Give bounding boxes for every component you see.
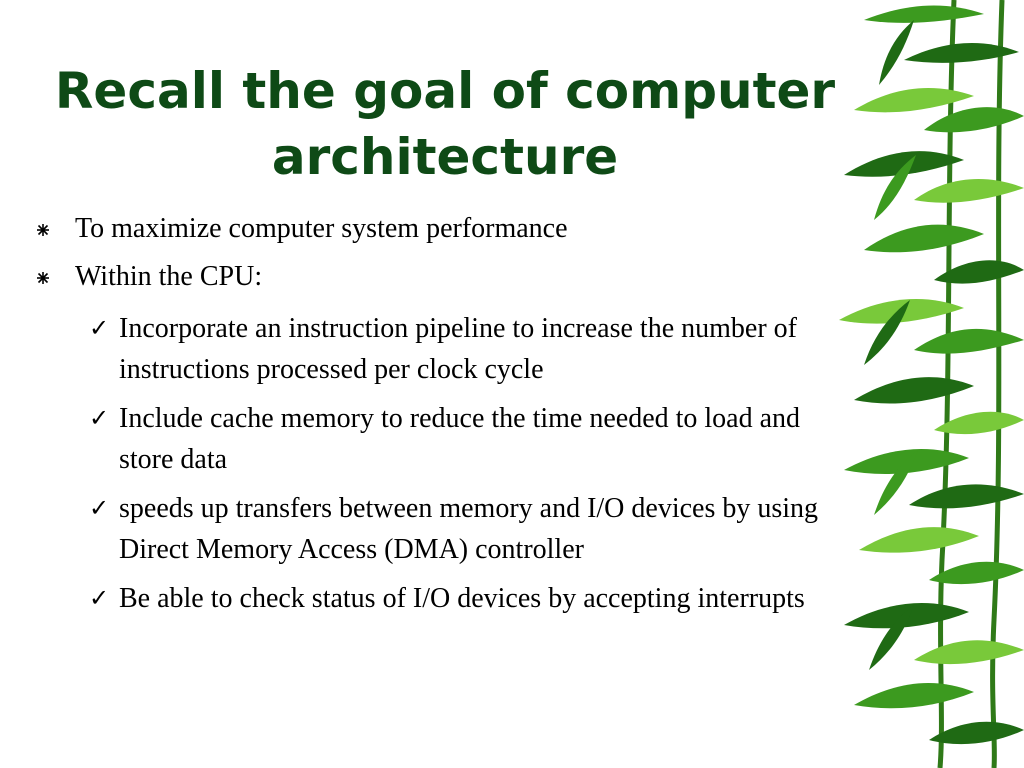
sub-bullet-text: Include cache memory to reduce the time …	[119, 403, 801, 475]
sub-bullet-item: ✓ Incorporate an instruction pipeline to…	[89, 308, 859, 390]
sub-bullet-item: ✓ speeds up transfers between memory and…	[89, 488, 859, 570]
asterisk-bullet-icon	[37, 224, 49, 236]
sub-bullet-item: ✓ Include cache memory to reduce the tim…	[89, 398, 859, 480]
bullet-text: To maximize computer system performance	[75, 213, 568, 244]
slide-body: To maximize computer system performance …	[36, 212, 866, 627]
checkmark-bullet-icon: ✓	[89, 494, 110, 522]
sub-bullet-text: speeds up transfers between memory and I…	[119, 493, 819, 565]
bamboo-leaves-decoration	[839, 0, 1024, 768]
sub-bullet-text: Be able to check status of I/O devices b…	[119, 583, 805, 614]
sub-bullet-item: ✓ Be able to check status of I/O devices…	[89, 578, 859, 619]
sub-bullet-text: Incorporate an instruction pipeline to i…	[119, 313, 797, 385]
asterisk-bullet-icon	[37, 272, 49, 284]
bamboo-leaf-cluster	[839, 5, 1024, 745]
checkmark-bullet-icon: ✓	[89, 404, 110, 432]
bullet-item: To maximize computer system performance	[36, 212, 866, 246]
bullet-text: Within the CPU:	[75, 261, 263, 292]
checkmark-bullet-icon: ✓	[89, 314, 110, 342]
slide-title: Recall the goal of computer architecture	[54, 62, 836, 186]
checkmark-bullet-icon: ✓	[89, 584, 110, 612]
bullet-item: Within the CPU:	[36, 260, 866, 294]
